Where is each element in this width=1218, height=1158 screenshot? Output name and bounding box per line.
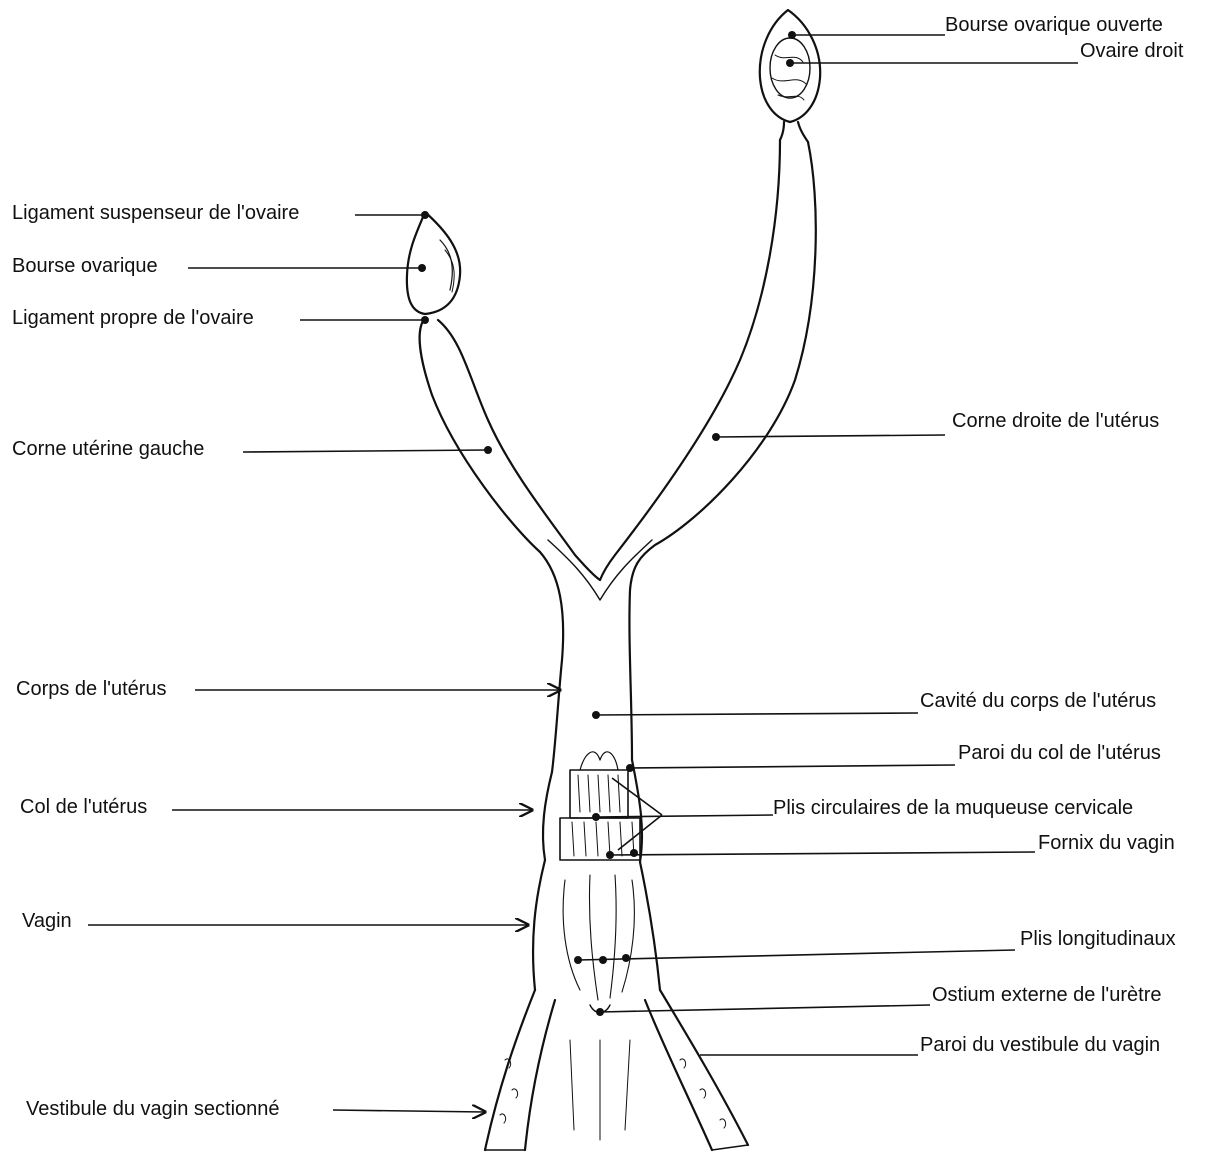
label-ligament-propre: Ligament propre de l'ovaire	[12, 307, 254, 329]
label-col-uterus: Col de l'utérus	[20, 796, 147, 818]
vestibule-inner-left	[525, 1000, 555, 1150]
pointer-dots	[418, 31, 796, 1016]
right-ovary-shape	[770, 38, 810, 98]
label-plis-longitudinaux: Plis longitudinaux	[1020, 928, 1176, 950]
label-corne-droite: Corne droite de l'utérus	[952, 410, 1159, 432]
label-ligament-suspenseur: Ligament suspenseur de l'ovaire	[12, 202, 299, 224]
label-ovaire-droit: Ovaire droit	[1080, 40, 1183, 62]
label-paroi-col: Paroi du col de l'utérus	[958, 742, 1161, 764]
right-horn-outer	[629, 142, 815, 760]
right-horn-inner	[600, 140, 780, 580]
label-bourse-ouverte: Bourse ovarique ouverte	[945, 14, 1163, 36]
label-ostium: Ostium externe de l'urètre	[932, 984, 1161, 1006]
label-vagin: Vagin	[22, 910, 72, 932]
label-vestibule-sectionne: Vestibule du vagin sectionné	[26, 1098, 280, 1120]
uterus-outer-left	[420, 318, 564, 772]
leader-lines	[88, 35, 1078, 1112]
label-corps-uterus: Corps de l'utérus	[16, 678, 167, 700]
label-cavite-corps: Cavité du corps de l'utérus	[920, 690, 1156, 712]
label-bourse-ovarique: Bourse ovarique	[12, 255, 158, 277]
label-fornix: Fornix du vagin	[1038, 832, 1175, 854]
vagina-left-wall	[533, 860, 545, 990]
label-plis-circulaires: Plis circulaires de la muqueuse cervical…	[773, 797, 1133, 819]
label-corne-gauche: Corne utérine gauche	[12, 438, 204, 460]
vagina-right-wall	[640, 862, 660, 990]
label-paroi-vestibule: Paroi du vestibule du vagin	[920, 1034, 1160, 1056]
cervix-left-wall	[543, 772, 552, 860]
